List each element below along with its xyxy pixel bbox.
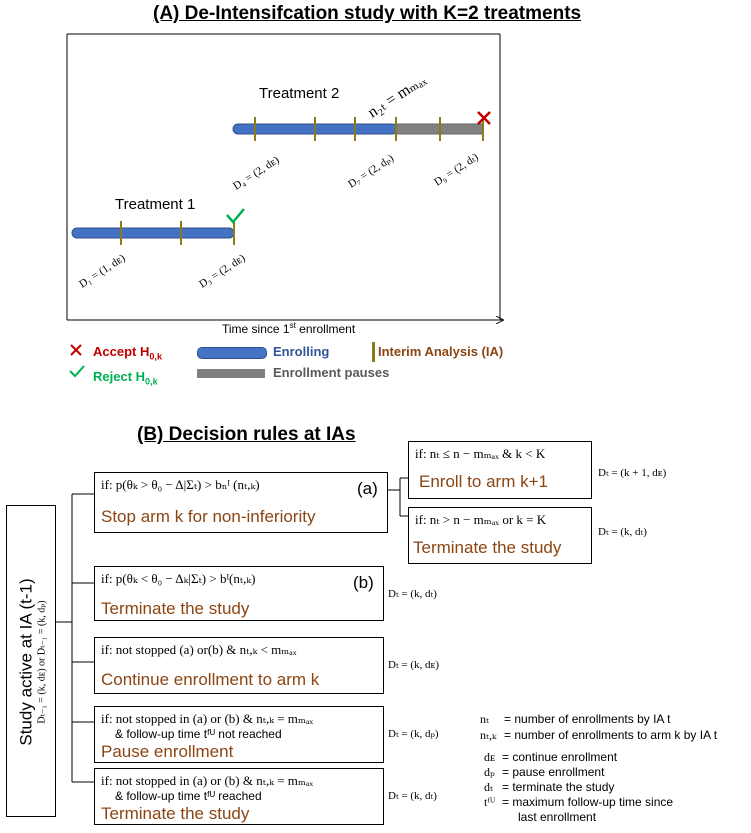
rule-c-condition: if: not stopped (a) or(b) & nₜ,ₖ < mₘₐₓ xyxy=(101,642,297,657)
treatment2-label: Treatment 2 xyxy=(259,85,339,102)
rule-a1-action: Enroll to arm k+1 xyxy=(419,472,548,491)
reject-check-icon xyxy=(226,208,245,224)
legend-pauses: Enrollment pauses xyxy=(273,365,390,380)
legend-reject: Reject H0,k xyxy=(93,369,158,387)
rule-d-condition2: & follow-up time tᶠᵁ not reached xyxy=(115,727,282,741)
d1-label: D₁ = (1, dᴇ) xyxy=(77,252,128,291)
rule-a2-box: if: nₜ > n − mₘₐₓ or k = K Terminate the… xyxy=(408,507,592,564)
connectors xyxy=(56,477,412,783)
rule-a-action: Stop arm k for non-inferiority xyxy=(101,507,316,526)
rule-e-condition: if: not stopped in (a) or (b) & nₜ,ₖ = m… xyxy=(101,773,314,788)
rule-a-condition: if: p(θₖ > θ₀ − Δ|Σₜ) > bₙᴵ (nₜ,ₖ) xyxy=(101,477,260,492)
rule-d-result: Dₜ = (k, dₚ) xyxy=(388,728,439,740)
rule-a1-condition: if: nₜ ≤ n − mₘₐₓ & k < K xyxy=(415,446,546,461)
gloss-ntk: nₜ,ₖ= number of enrollments to arm k by … xyxy=(480,728,718,742)
rule-e-box: if: not stopped in (a) or (b) & nₜ,ₖ = m… xyxy=(94,768,384,825)
legend-pause-swatch xyxy=(197,369,265,378)
timeline-diagram: Treatment 1 Treatment 2 n₂ₜ = mₘₐₓ D₁ = … xyxy=(66,33,751,400)
legend-ia-swatch xyxy=(372,342,375,362)
rule-c-box: if: not stopped (a) or(b) & nₜ,ₖ < mₘₐₓ … xyxy=(94,637,384,694)
rule-d-condition: if: not stopped in (a) or (b) & nₜ,ₖ = m… xyxy=(101,711,314,726)
nmax-label: n₂ₜ = mₘₐₓ xyxy=(365,71,430,121)
rule-a-tag: (a) xyxy=(357,479,378,498)
rule-d-box: if: not stopped in (a) or (b) & nₜ,ₖ = m… xyxy=(94,706,384,763)
d9-label: D₉ = (2, dₜ) xyxy=(432,151,481,188)
gloss-nt: nₜ= number of enrollments by IA t xyxy=(480,712,671,726)
rule-c-action: Continue enrollment to arm k xyxy=(101,670,320,689)
study-active-box: Study active at IA (t-1) Dₜ₋₁ = (k, dᴇ) … xyxy=(6,505,56,817)
gloss-tfu-cont: last enrollment xyxy=(518,810,597,824)
accept-cross-icon xyxy=(477,111,491,125)
rule-a2-result: Dₜ = (k, dₜ) xyxy=(598,526,647,538)
rule-e-result: Dₜ = (k, dₜ) xyxy=(388,790,437,802)
reject-legend-icon xyxy=(69,365,85,378)
rule-e-action: Terminate the study xyxy=(101,804,250,823)
rule-d-action: Pause enrollment xyxy=(101,742,234,761)
rule-a2-action: Terminate the study xyxy=(413,538,562,557)
gloss-tfu: tᶠᵁ= maximum follow-up time since xyxy=(484,795,674,809)
time-axis-label: Time since 1st enrollment xyxy=(222,321,356,336)
accept-legend-icon xyxy=(70,344,82,356)
gloss-dp: dₚ= pause enrollment xyxy=(484,765,605,779)
d7-label: D₇ = (2, dₚ) xyxy=(346,152,396,190)
panel-b-title: (B) Decision rules at IAs xyxy=(137,424,356,445)
legend-icons xyxy=(69,344,85,378)
rule-a1-result: Dₜ = (k + 1, dᴇ) xyxy=(598,467,667,479)
rule-a1-box: if: nₜ ≤ n − mₘₐₓ & k < K Enroll to arm … xyxy=(408,441,592,499)
legend-enrolling: Enrolling xyxy=(273,344,330,359)
legend-enrolling-swatch xyxy=(197,347,267,359)
rule-b-tag: (b) xyxy=(353,573,374,592)
rule-e-condition2: & follow-up time tᶠᵁ reached xyxy=(115,789,262,803)
rule-c-result: Dₜ = (k, dᴇ) xyxy=(388,659,440,671)
treatment1-enrolling-bar xyxy=(71,227,235,239)
d3-label: D₃ = (2, dᴇ) xyxy=(197,252,248,291)
rule-a-box: if: p(θₖ > θ₀ − Δ|Σₜ) > bₙᴵ (nₜ,ₖ) (a) S… xyxy=(94,472,388,533)
panel-a-title: (A) De-Intensifcation study with K=2 tre… xyxy=(153,3,582,24)
legend-ia: Interim Analysis (IA) xyxy=(378,344,504,359)
legend-accept: Accept H0,k xyxy=(93,344,163,362)
rule-a2-condition: if: nₜ > n − mₘₐₓ or k = K xyxy=(415,512,547,527)
rule-b-action: Terminate the study xyxy=(101,599,250,618)
rule-b-box: if: p(θₖ < θ₀ − Δₖ|Σₜ) > bᴵ(nₜ,ₖ) (b) Te… xyxy=(94,566,384,621)
d4-label: D₄ = (2, dᴇ) xyxy=(231,154,282,193)
rule-b-condition: if: p(θₖ < θ₀ − Δₖ|Σₜ) > bᴵ(nₜ,ₖ) xyxy=(101,571,256,586)
rule-b-result: Dₜ = (k, dₜ) xyxy=(388,588,437,600)
treatment1-label: Treatment 1 xyxy=(115,196,195,213)
gloss-dt: dₜ= terminate the study xyxy=(484,780,615,794)
gloss-de: dᴇ= continue enrollment xyxy=(484,750,618,764)
